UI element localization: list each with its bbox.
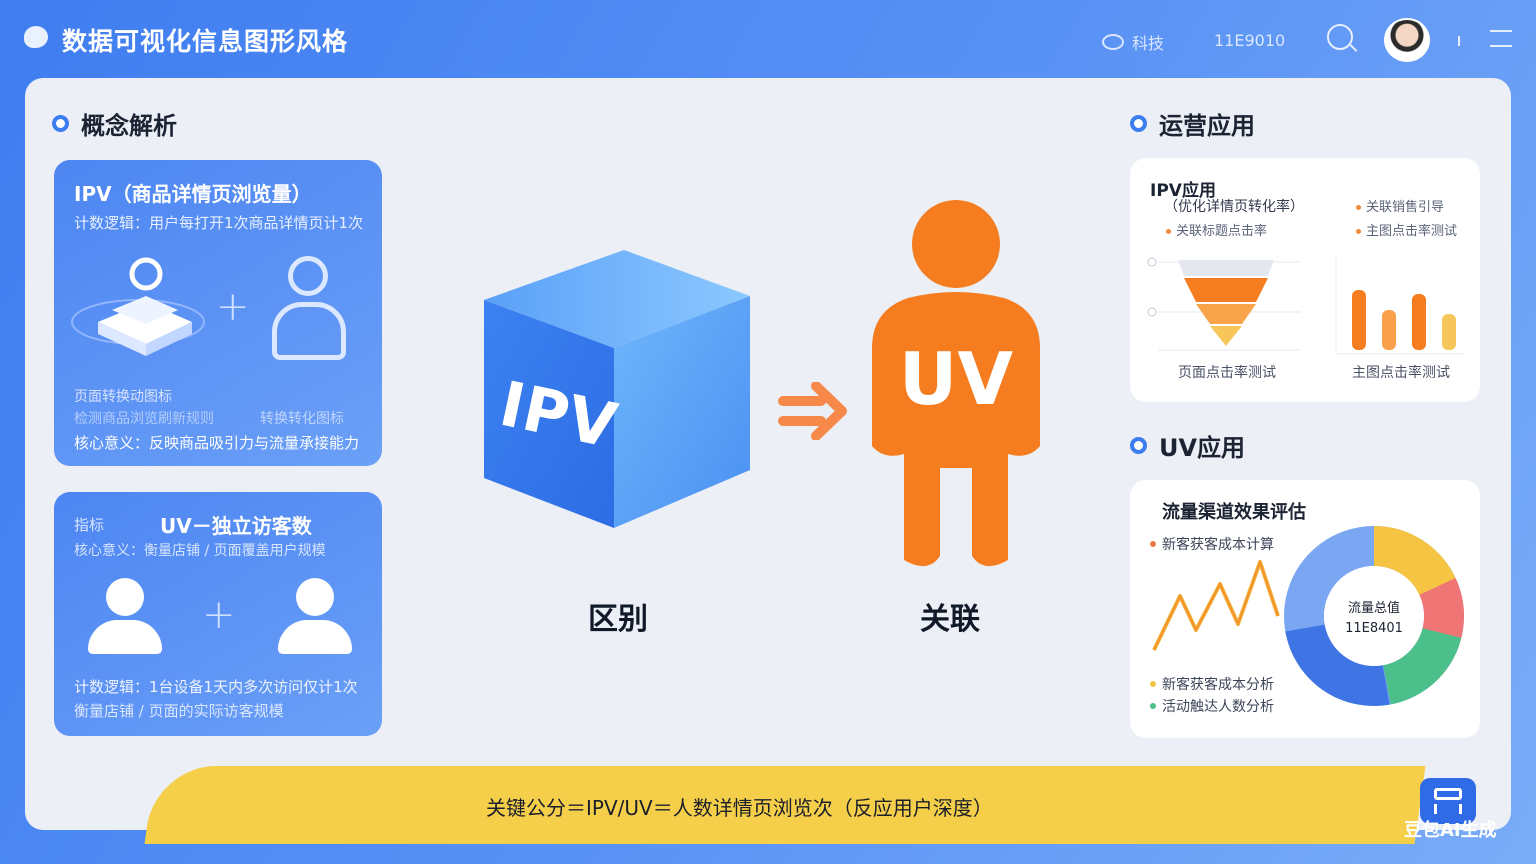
cloud-icon	[1102, 34, 1124, 50]
uv-app-note3: 活动触达人数分析	[1150, 696, 1274, 716]
avatar[interactable]	[1384, 18, 1430, 62]
arrow-right-icon	[778, 382, 847, 440]
ai-badge-label: 豆包AI生成	[1404, 820, 1497, 841]
ipv-cube-icon: IPV	[484, 250, 750, 528]
plus-icon: +	[216, 284, 250, 330]
search-icon[interactable]	[1327, 24, 1358, 54]
uv-card-sub: 核心意义：衡量店铺 / 页面覆盖用户规模	[74, 543, 326, 559]
uv-app-note2: 新客获客成本分析	[1150, 674, 1274, 694]
person-label: UV	[899, 337, 1013, 421]
concept-heading: 概念解析	[52, 106, 177, 141]
top-code: 11E9010	[1214, 31, 1286, 50]
trend-line-chart	[1152, 558, 1280, 651]
uv-card-rule: 计数逻辑：1台设备1天内多次访问仅计1次	[74, 678, 358, 696]
bullet-icon	[52, 115, 69, 132]
ipv-concept-card: IPV（商品详情页浏览量） 计数逻辑：用户每打开1次商品详情页计1次 + 页面转…	[54, 160, 382, 466]
concept-heading-label: 概念解析	[81, 112, 177, 140]
plus-icon: +	[202, 592, 236, 638]
ipv-app-title: IPV应用	[1150, 181, 1216, 201]
uv-card-prefix: 指标	[74, 516, 105, 534]
ipv-card-line1: 页面转换动图标	[74, 389, 172, 405]
stack-icon	[71, 257, 205, 356]
tag-button[interactable]: 科技	[1102, 30, 1164, 54]
bullet-icon	[1130, 437, 1147, 454]
ipv-app-note3: 主图点击率测试	[1356, 220, 1457, 239]
app-title: 数据可视化信息图形风格	[62, 27, 349, 56]
menu-icon[interactable]	[1490, 30, 1512, 48]
ai-badge-icon	[1420, 778, 1476, 824]
ipv-app-note2: 关联销售引导	[1356, 196, 1444, 215]
donut-center-line1: 流量总值	[1348, 600, 1400, 616]
relation-caption: 关联	[920, 602, 980, 637]
ipv-app-note1: 关联标题点击率	[1166, 220, 1267, 239]
divider	[1458, 36, 1460, 46]
difference-caption: 区别	[588, 602, 648, 637]
donut-chart: 流量总值 11E8401	[1284, 526, 1464, 706]
bullet-icon	[1130, 115, 1147, 132]
top-bar: 数据可视化信息图形风格 科技 11E9010	[0, 0, 1536, 76]
ipv-card-line2: 检测商品浏览刷新规则	[74, 411, 214, 427]
logo-icon	[24, 26, 48, 48]
ipv-card-title: IPV（商品详情页浏览量）	[74, 182, 312, 206]
donut-center-line2: 11E8401	[1345, 621, 1403, 636]
funnel-chart	[1147, 257, 1300, 351]
operations-heading-label: 运营应用	[1159, 112, 1255, 140]
bar-chart	[1335, 254, 1464, 355]
ipv-app-cap-left: 页面点击率测试	[1178, 365, 1276, 381]
uv-person-icon: UV	[872, 200, 1040, 567]
formula-text: 关键公分＝IPV/UV＝人数详情页浏览次（反应用户深度）	[486, 796, 993, 820]
uv-concept-card: 指标 UV－独立访客数 核心意义：衡量店铺 / 页面覆盖用户规模 + 计数逻辑：…	[54, 492, 382, 736]
uv-card-meaning: 衡量店铺 / 页面的实际访客规模	[74, 702, 284, 720]
uv-app-title: 流量渠道效果评估	[1162, 502, 1306, 523]
ipv-card-core: 核心意义：反映商品吸引力与流量承接能力	[74, 434, 360, 452]
uv-card-title: UV－独立访客数	[160, 514, 312, 538]
uv-app-heading-label: UV应用	[1159, 434, 1246, 462]
ipv-card-line2b: 转换转化图标	[260, 411, 344, 427]
operations-heading: 运营应用	[1130, 106, 1255, 141]
ipv-app-sub: （优化详情页转化率）	[1164, 199, 1304, 215]
ipv-app-cap-right: 主图点击率测试	[1352, 365, 1450, 381]
uv-app-heading: UV应用	[1130, 428, 1245, 463]
uv-app-card: 流量渠道效果评估 新客获客成本计算 新客获客成本分析 活动触达人数分析 流量总值…	[1130, 480, 1480, 738]
ipv-app-card: IPV应用 （优化详情页转化率） 关联标题点击率 关联销售引导 主图点击率测试 …	[1130, 158, 1480, 402]
tag-label: 科技	[1132, 34, 1165, 53]
uv-app-note1: 新客获客成本计算	[1150, 534, 1274, 554]
ipv-card-rule: 计数逻辑：用户每打开1次商品详情页计1次	[74, 214, 364, 232]
